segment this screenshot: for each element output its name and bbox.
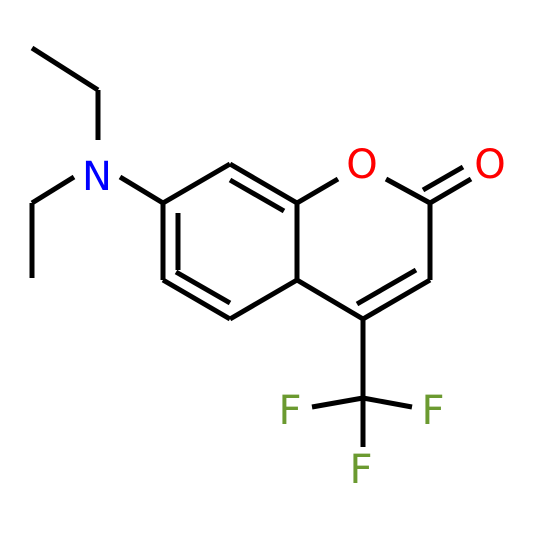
bond-c8a-o1: [295, 176, 340, 206]
atom-label-fluorine-bottom: F: [349, 447, 372, 493]
bond-c8-c8a: [228, 161, 299, 206]
bond-cf3-f-right: [362, 395, 413, 410]
atom-label-ring-oxygen: O: [346, 142, 377, 188]
bond-c2-o-carbonyl-a: [428, 176, 473, 206]
atom-label-carbonyl-oxygen: O: [474, 142, 505, 188]
bond-cf3-f-left: [311, 395, 364, 410]
bond-c5-c6-inner: [174, 269, 232, 306]
atom-label-nitrogen: N: [82, 154, 112, 200]
bond-c2-o-carbonyl-b: [421, 164, 465, 193]
bond-c8-c8a-inner: [228, 177, 286, 214]
bond-c4-c4a: [295, 277, 365, 322]
bond-c4a-c5: [228, 277, 299, 322]
bond-c3-c4-inner: [355, 267, 418, 307]
atom-label-fluorine-left: F: [278, 388, 301, 434]
bond-o1-c2: [384, 176, 432, 206]
atom-label-fluorine-right: F: [421, 388, 444, 434]
bond-c5-c6: [161, 277, 232, 322]
bond-n-c7: [118, 174, 165, 206]
bond-c7-c8: [161, 161, 232, 206]
bond-c3-c4: [361, 277, 432, 322]
bond-ethyl1-ch3-ch2: [30, 45, 100, 93]
bond-ethyl2-ch2-n: [30, 174, 76, 206]
